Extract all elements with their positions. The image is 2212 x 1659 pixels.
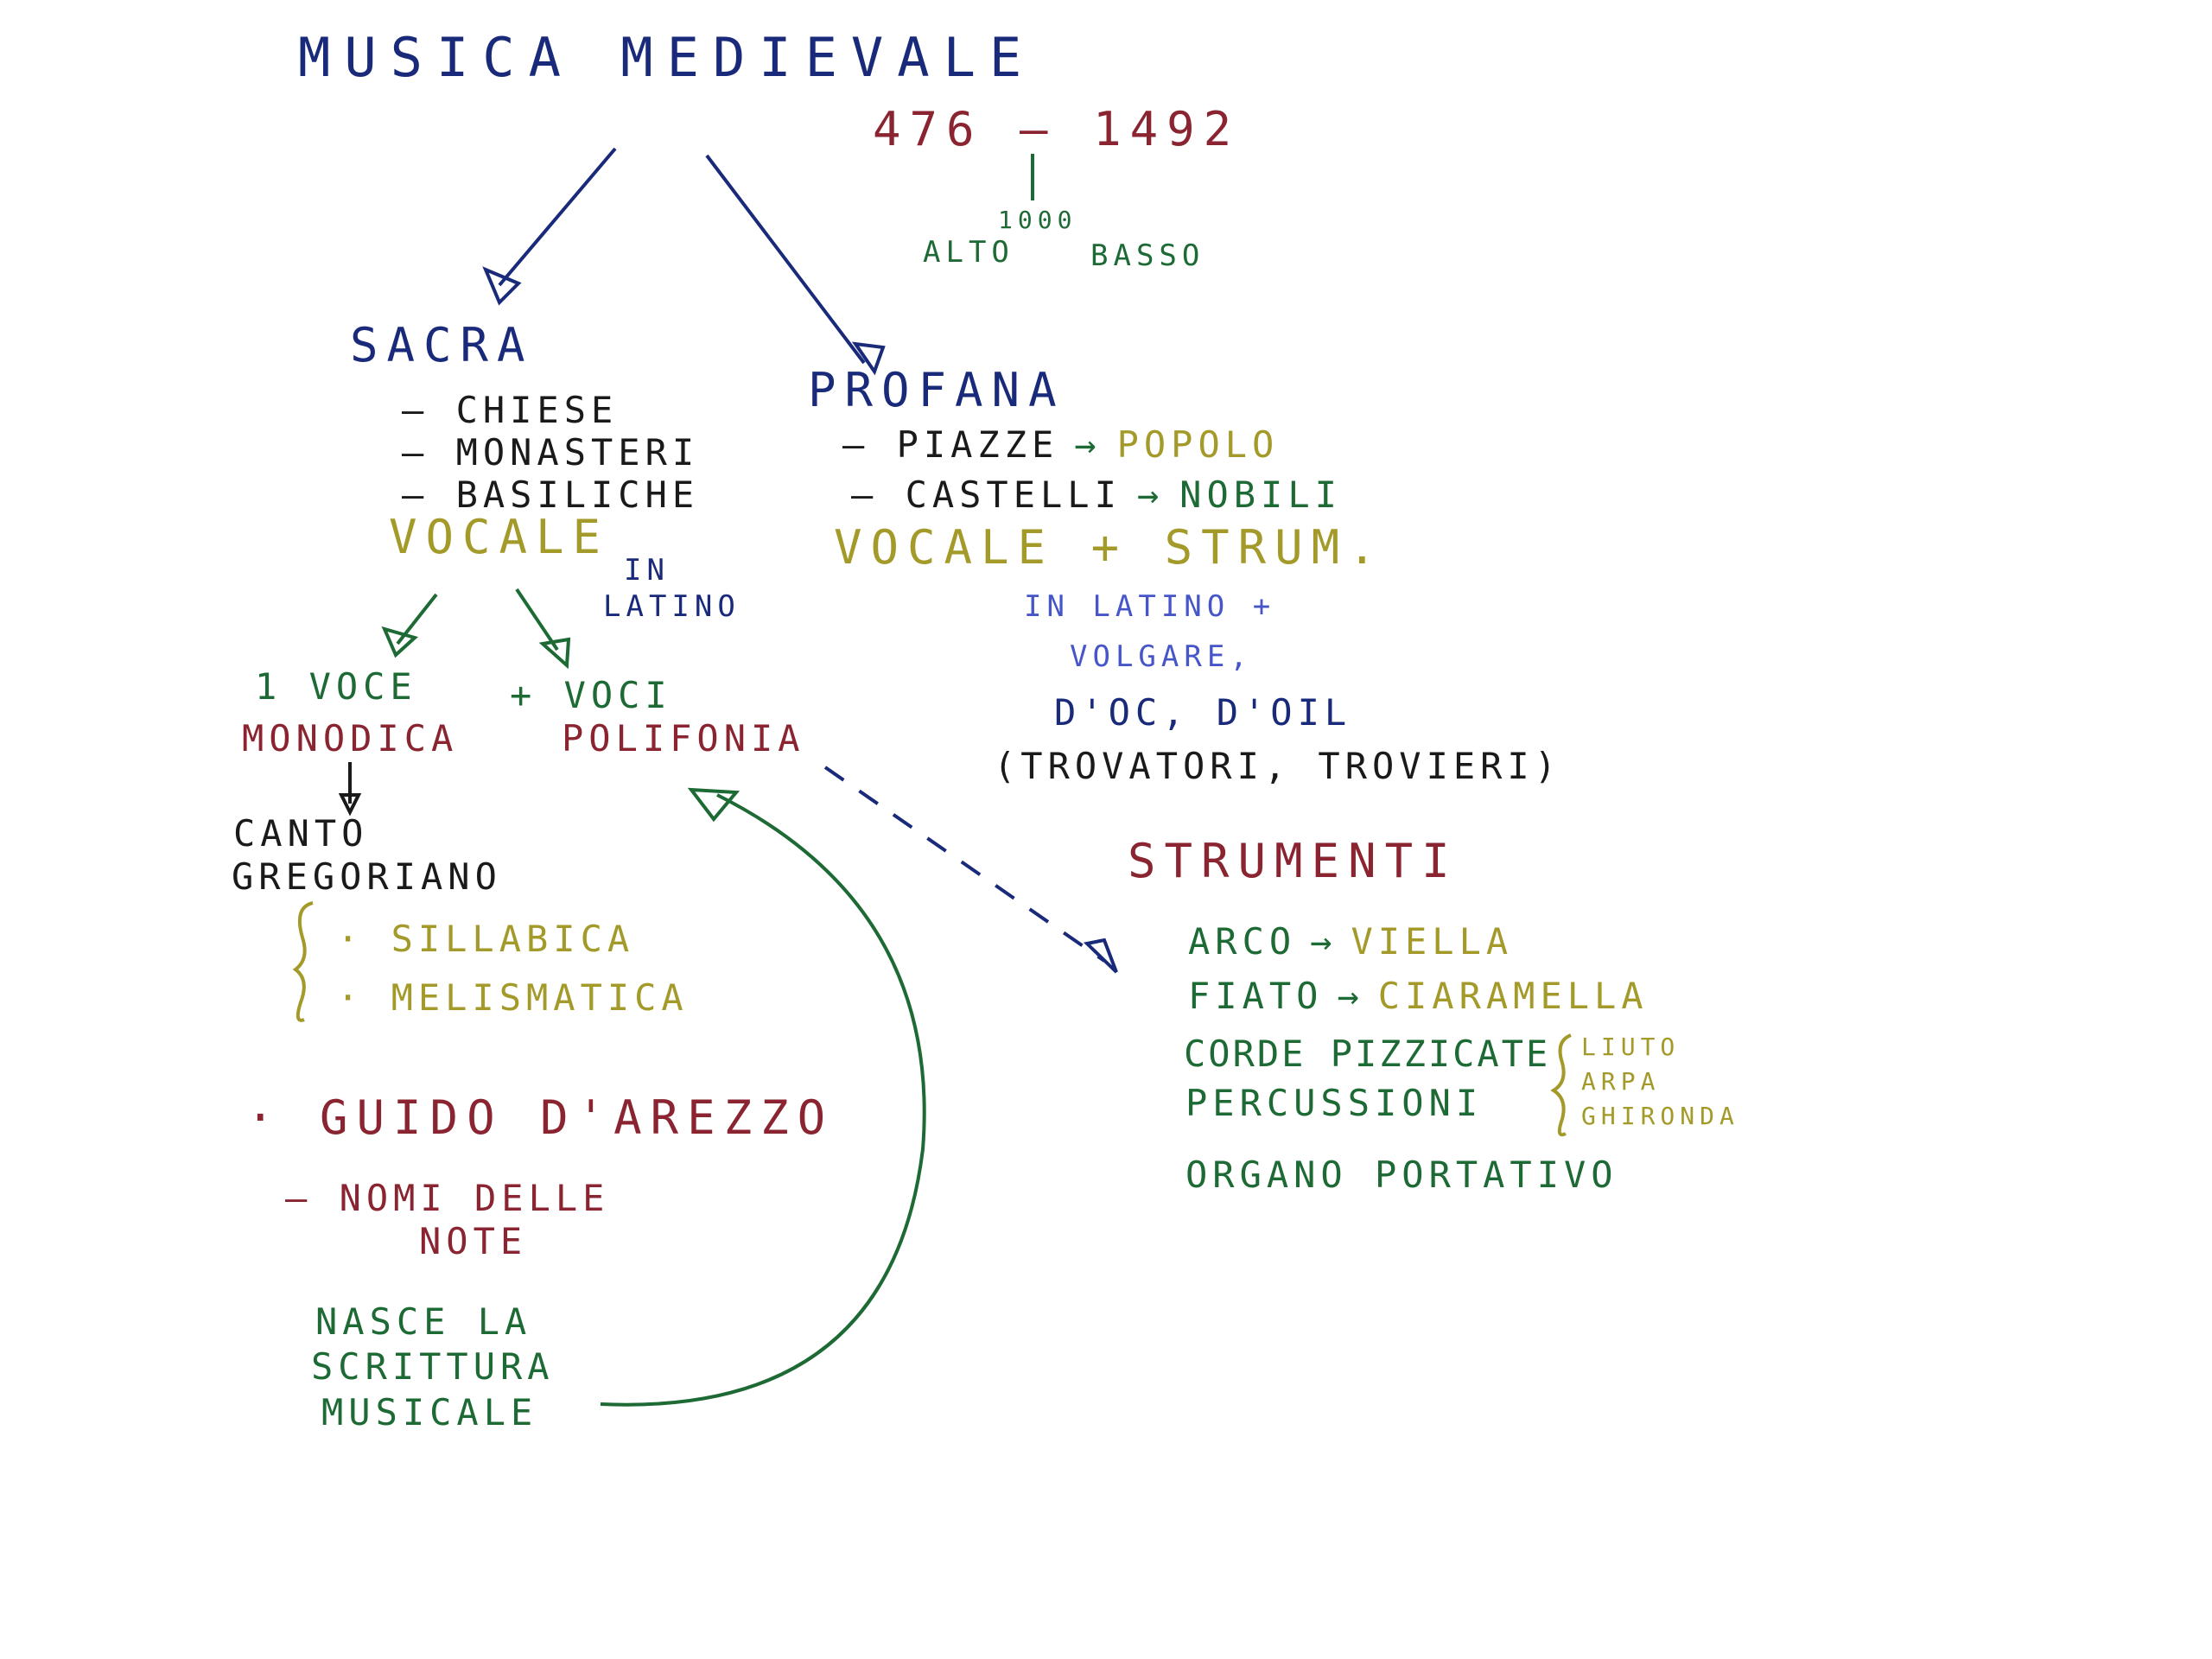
strumento-family-percussioni: PERCUSSIONI (1185, 1082, 1484, 1124)
profana-poets: (TROVATORI, TROVIERI) (994, 745, 1562, 787)
strumento-family-pizzicate: CORDE PIZZICATE (1184, 1033, 1551, 1075)
pizzicate-liuto: LIUTO (1581, 1033, 1681, 1061)
branch-polifonia: POLIFONIA (562, 717, 805, 760)
strumento-family: ARCO (1188, 920, 1297, 963)
scrittura-line-3: MUSICALE (321, 1391, 538, 1433)
arrow-right-icon: → (1074, 423, 1102, 466)
profana-audience: POPOLO (1116, 423, 1280, 466)
arrow-right-icon: → (1337, 975, 1364, 1017)
brace-pizzicate (1550, 1033, 1572, 1137)
branch-monodica: MONODICA (242, 717, 459, 760)
profana-language-2: VOLGARE, (1070, 639, 1253, 674)
label-basso: BASSO (1090, 238, 1205, 273)
profana-language-1: IN LATINO + (1024, 589, 1276, 624)
sacra-language-in: IN (624, 553, 670, 588)
arrow-title-to-sacra (498, 147, 617, 287)
scrittura-line-1: NASCE LA (315, 1300, 532, 1343)
canto-line-2: GREGORIANO (232, 855, 502, 898)
strumento-example: VIELLA (1351, 920, 1514, 963)
guido-d-arezzo: · GUIDO D'AREZZO (246, 1090, 835, 1145)
branch-one-voice: 1 VOCE (255, 665, 417, 708)
pizzicate-arpa: ARPA (1581, 1067, 1661, 1096)
arrow-right-icon: → (1136, 474, 1165, 516)
profana-language-3: D'OC, D'OIL (1054, 691, 1352, 734)
profana-type: VOCALE + STRUM. (834, 520, 1385, 575)
sacra-places: — CHIESE — MONASTERI — BASILICHE (402, 389, 699, 516)
arrow-polifonia-to-strumenti (823, 766, 1106, 963)
note-names-line-2: NOTE (419, 1220, 528, 1262)
branch-more-voices: + VOCI (510, 674, 672, 716)
arrow-right-icon: → (1310, 920, 1338, 963)
sacra-place-item: — CHIESE (402, 389, 619, 431)
date-split-year: 1000 (998, 206, 1077, 234)
profana-place: — PIAZZE (842, 423, 1059, 466)
profana-audience: NOBILI (1179, 474, 1342, 516)
profana-heading: PROFANA (808, 363, 1065, 417)
strumento-row: FIATO → CIARAMELLA (1188, 975, 1649, 1017)
arrow-title-to-profana (705, 154, 866, 365)
sacra-type: VOCALE (389, 510, 610, 564)
pizzicate-ghironda: GHIRONDA (1581, 1102, 1739, 1130)
sacra-heading: SACRA (350, 318, 534, 372)
brace-canto-types (292, 901, 314, 1022)
sacra-place-item: — MONASTERI (402, 431, 700, 474)
scrittura-line-2: SCRITTURA (311, 1345, 555, 1388)
strumento-row: ARCO → VIELLA (1188, 920, 1513, 963)
label-alto: ALTO (923, 235, 1014, 270)
sacra-place-item: — BASILICHE (402, 474, 700, 516)
note-names-line-1: — NOMI DELLE (285, 1177, 610, 1219)
canto-line-1: CANTO (233, 812, 369, 855)
organo-portativo: ORGANO PORTATIVO (1185, 1154, 1618, 1196)
arrow-scrittura-to-polifonia (600, 793, 926, 1407)
date-range: 476 — 1492 (873, 102, 1241, 156)
sacra-language-latino: LATINO (603, 589, 741, 624)
profana-place-row: — PIAZZE → POPOLO (842, 423, 1279, 466)
profana-place: — CASTELLI (851, 474, 1122, 516)
profana-place-row: — CASTELLI → NOBILI (851, 474, 1342, 516)
strumento-example: CIARAMELLA (1377, 975, 1649, 1017)
page-title: MUSICA MEDIEVALE (298, 26, 1036, 89)
arrow-vocale-to-one-voice (396, 593, 438, 645)
strumenti-heading: STRUMENTI (1128, 834, 1459, 888)
canto-type-sillabica: · SILLABICA (337, 918, 635, 960)
strumento-family: FIATO (1188, 975, 1324, 1017)
arrow-vocale-to-more-voices (515, 588, 559, 652)
canto-type-melismatica: · MELISMATICA (337, 976, 689, 1019)
